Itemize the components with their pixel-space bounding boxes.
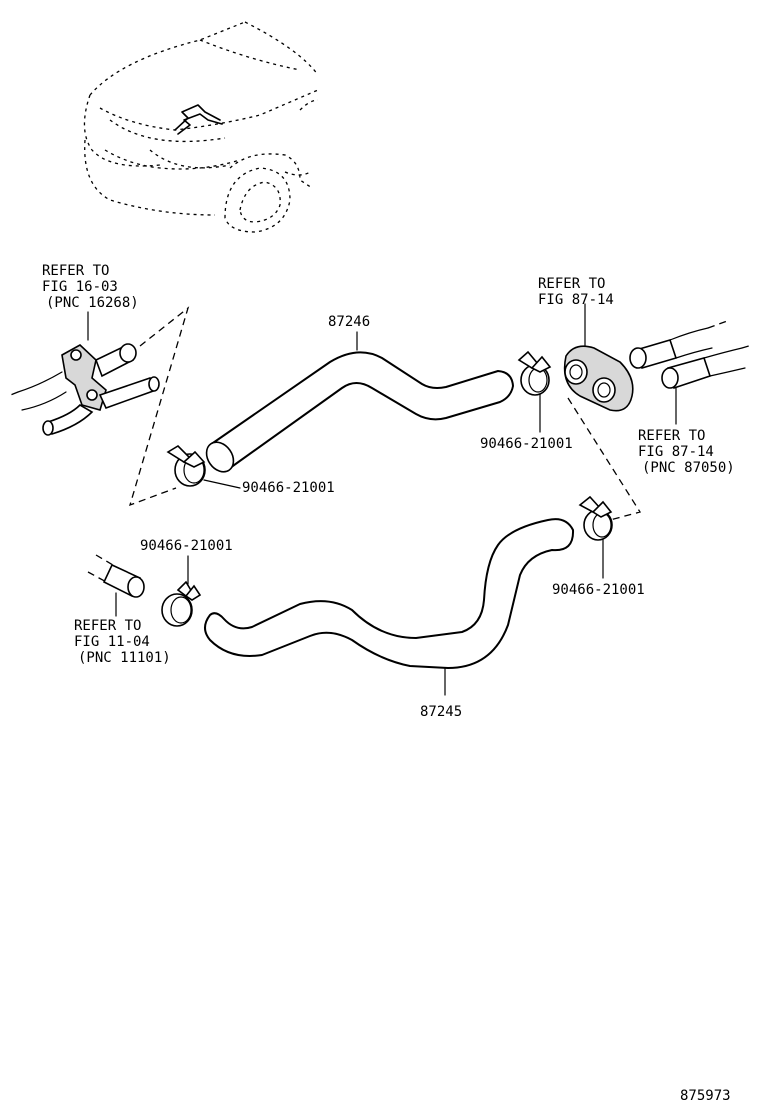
vehicle-outline-illustration [83,21,319,233]
hose-87245 [204,518,575,696]
part-label-87245: 87245 [420,704,462,720]
clamp-upper-right [517,350,552,433]
ref-fig-87-14-pnc: REFER TO FIG 87-14 (PNC 87050) [638,428,735,476]
figure-number: 875973 [680,1088,731,1104]
leader-dashed-left [129,306,190,507]
ref-line: REFER TO [74,618,141,634]
ref-fig-11-04: REFER TO FIG 11-04 (PNC 11101) [74,618,171,666]
ref-line: FIG 11-04 [74,634,150,650]
engine-pipe-lower-left [87,554,145,617]
ref-line: FIG 87-14 [638,444,714,460]
heater-flange-assembly [563,303,753,425]
clamp-lower-right [578,495,613,579]
leader-dashed-right [567,397,642,521]
ref-fig-87-14-top: REFER TO FIG 87-14 [538,276,614,308]
water-outlet-assembly [7,343,160,436]
ref-fig-16-03: REFER TO FIG 16-03 (PNC 16268) [42,263,139,341]
ref-line: REFER TO [538,276,605,292]
part-label-clamp-upper-left: 90466-21001 [242,480,335,496]
clamp-lower-left [161,555,202,627]
ref-line: REFER TO [638,428,705,444]
part-label-87246: 87246 [328,314,370,330]
hose-87246 [205,331,514,473]
ref-line: (PNC 16268) [46,295,139,311]
ref-line: (PNC 11101) [78,650,171,666]
ref-line: FIG 87-14 [538,292,614,308]
part-label-clamp-lower-left: 90466-21001 [140,538,233,554]
part-label-clamp-upper-right: 90466-21001 [480,436,573,452]
ref-line: FIG 16-03 [42,279,118,295]
clamp-upper-left [166,444,241,489]
ref-line: REFER TO [42,263,109,279]
part-label-clamp-lower-right: 90466-21001 [552,582,645,598]
ref-line: (PNC 87050) [642,460,735,476]
